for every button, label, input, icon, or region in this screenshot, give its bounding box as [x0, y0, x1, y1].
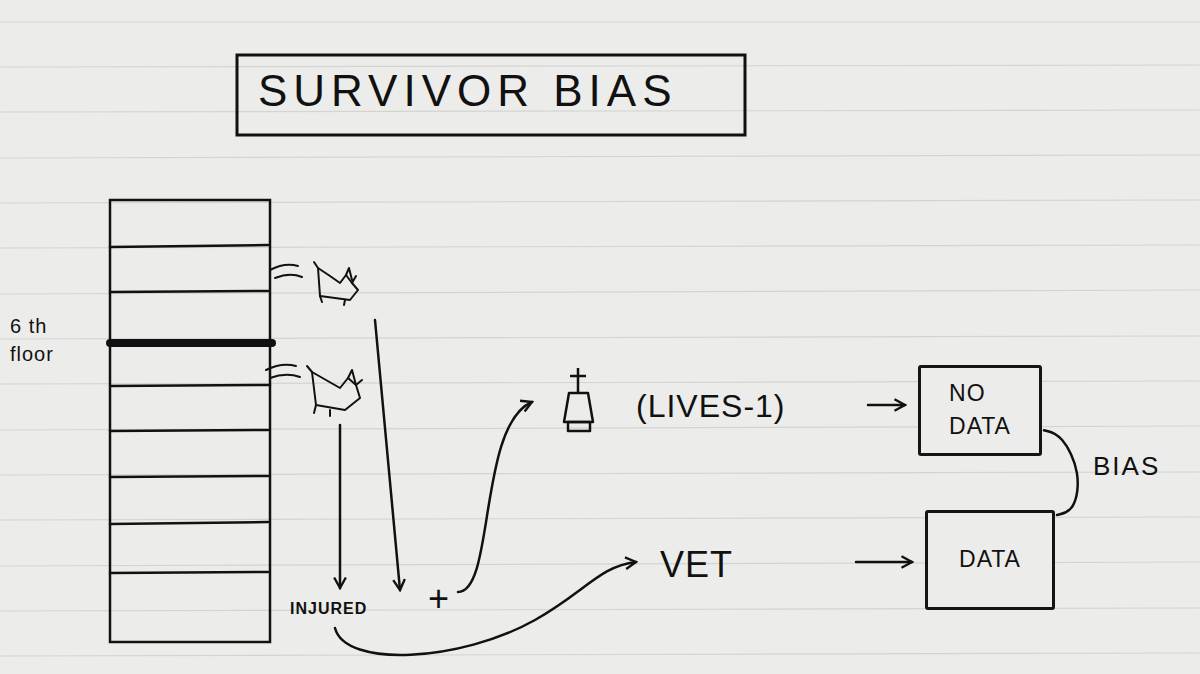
outcome-label: (LIVES-1): [636, 384, 785, 429]
box-text: DATA: [959, 543, 1021, 576]
title: SURVIVOR BIAS: [258, 66, 678, 116]
paper-lines: [0, 22, 1200, 656]
title-box: [237, 55, 745, 135]
data-box: NO DATA: [918, 365, 1042, 456]
gravestone-icon: [564, 368, 593, 431]
bracket-label: BIAS: [1093, 451, 1160, 482]
death-mark: +: [428, 574, 450, 624]
floor-label: 6 th floor: [10, 312, 72, 368]
outcome-label: VET: [660, 540, 733, 590]
cats: [266, 262, 362, 416]
arrows: [335, 320, 912, 655]
data-box: DATA: [925, 510, 1055, 610]
bias-bracket: [1044, 430, 1078, 515]
building: [110, 200, 272, 642]
state-label: INJURED: [290, 598, 367, 620]
box-text: NO DATA: [949, 377, 1011, 444]
